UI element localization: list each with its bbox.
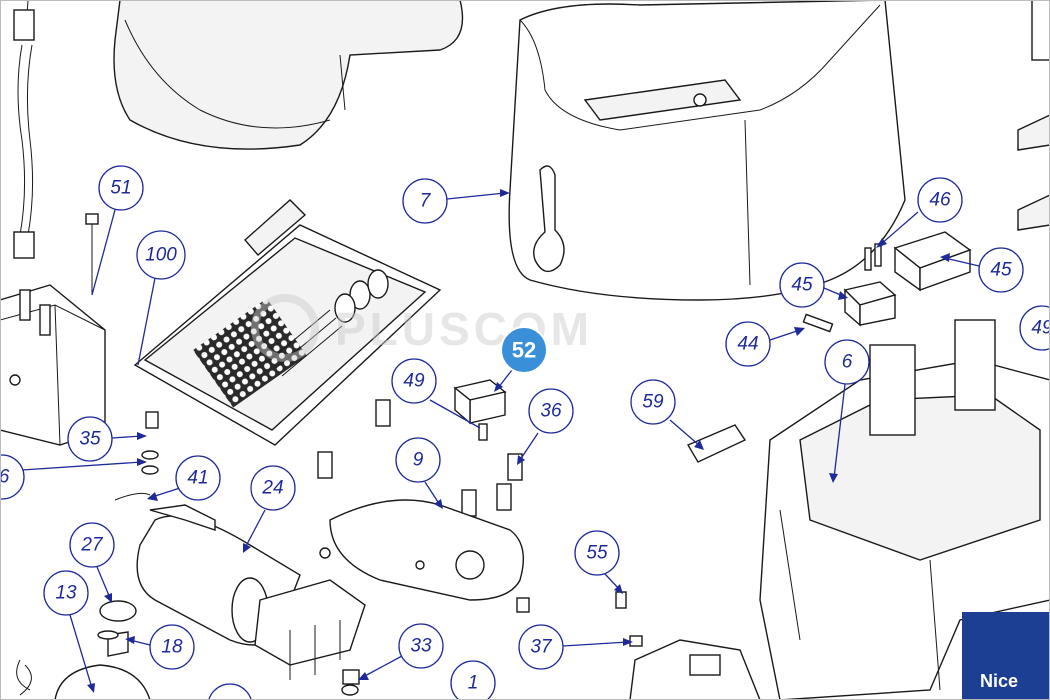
- callout-label: 41: [187, 468, 208, 489]
- callout-label: 36: [540, 401, 562, 422]
- callout-label: 13: [55, 583, 77, 604]
- callout-37[interactable]: 37: [518, 624, 633, 670]
- callout-36[interactable]: 36: [517, 388, 574, 465]
- callout-55[interactable]: 55: [574, 530, 623, 594]
- bracket-part: [453, 379, 507, 425]
- cable-assembly: [13, 0, 35, 259]
- callout-44[interactable]: 44: [725, 321, 805, 367]
- callout-51[interactable]: 51: [91, 165, 144, 296]
- gearbox-plate-part: [319, 499, 524, 601]
- callout-label: 18: [161, 637, 183, 658]
- callout-label: 45: [791, 275, 813, 296]
- terminal-blocks: [843, 231, 972, 327]
- callout-24[interactable]: 24: [243, 465, 296, 553]
- callout-label: 100: [145, 245, 177, 266]
- callout-label: 46: [929, 190, 951, 211]
- small-mechanical-parts: [16, 600, 151, 700]
- callout-label: 35: [79, 429, 101, 450]
- watermark-text: PLUSCOM: [335, 303, 593, 355]
- callout-18[interactable]: 18: [125, 624, 195, 670]
- callout-33[interactable]: 33: [358, 623, 444, 680]
- callout-100[interactable]: 100: [136, 230, 186, 366]
- transformer-part: [0, 284, 106, 446]
- callout-label: 52: [512, 338, 536, 363]
- upper-cover-part: [113, 0, 464, 150]
- callout-label: 37: [530, 637, 553, 658]
- callout-label: 49: [403, 371, 425, 392]
- callout-label: 33: [410, 636, 432, 657]
- callout-label: 55: [586, 543, 608, 564]
- callout-6-left-edge[interactable]: 6: [0, 454, 147, 500]
- lower-base-part: [629, 639, 761, 700]
- label-plate-part: [686, 424, 747, 463]
- callout-49-right[interactable]: 49: [1019, 305, 1050, 351]
- callout-45-right[interactable]: 45: [940, 247, 1024, 293]
- callout-label: 45: [990, 260, 1012, 281]
- callout-partial-bottom: [208, 683, 252, 700]
- callout-49[interactable]: 49: [391, 358, 481, 429]
- callout-1[interactable]: 1: [450, 660, 496, 700]
- housing-part: [508, 0, 906, 301]
- callout-label: 9: [413, 450, 424, 471]
- callout-6[interactable]: 6: [824, 339, 870, 483]
- callout-27[interactable]: 27: [69, 522, 115, 603]
- screws-and-fasteners: [85, 213, 834, 696]
- callout-35[interactable]: 35: [67, 416, 147, 462]
- callout-9[interactable]: 9: [395, 437, 443, 509]
- callout-label: 44: [737, 334, 758, 355]
- base-frame-part: [759, 319, 1050, 700]
- brand-logo: Nice: [962, 612, 1050, 700]
- callout-label: 27: [80, 535, 104, 556]
- callout-13[interactable]: 13: [43, 570, 95, 693]
- callout-45-left[interactable]: 45: [779, 262, 848, 308]
- callout-label: 6: [842, 352, 853, 373]
- callout-label: 49: [1031, 318, 1050, 339]
- brand-logo-text: Nice: [980, 671, 1019, 691]
- callout-label: 6: [0, 467, 10, 488]
- callout-52-highlighted[interactable]: 52: [494, 326, 548, 392]
- callout-7[interactable]: 7: [402, 178, 510, 224]
- callout-label: 24: [261, 478, 283, 499]
- callout-label: 51: [110, 178, 131, 199]
- callout-46[interactable]: 46: [876, 177, 963, 248]
- right-edge-parts: [1017, 0, 1050, 347]
- callout-layer: 7 51 100 46 45: [0, 165, 1050, 700]
- control-board-part: [133, 199, 442, 446]
- callout-41[interactable]: 41: [147, 455, 221, 501]
- callout-label: 59: [642, 392, 664, 413]
- callout-label: 1: [468, 673, 479, 694]
- gearbox-part: [254, 579, 366, 680]
- callout-label: 7: [420, 191, 432, 212]
- callout-59[interactable]: 59: [630, 379, 704, 450]
